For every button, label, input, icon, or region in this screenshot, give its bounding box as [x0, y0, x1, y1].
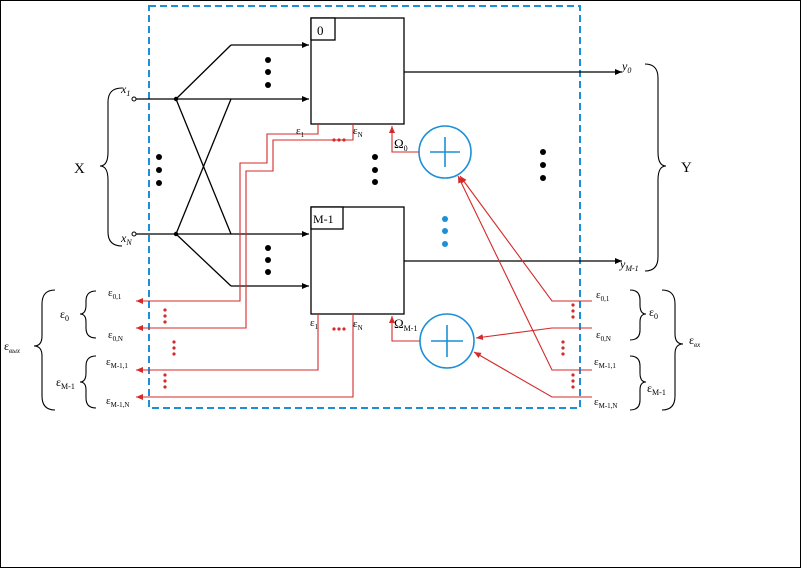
left-eM1N-label: εM-1,N [106, 395, 130, 409]
omega-m-1-label: ΩM-1 [394, 316, 417, 333]
x1-label: x1 [120, 82, 130, 98]
block-0-e1-label: ε1 [296, 125, 305, 139]
xN-label: xN [120, 231, 132, 247]
right-eM11-label: εM-1,1 [594, 356, 616, 370]
left-eM1-label: εM-1 [56, 375, 75, 391]
input-wiring [131, 42, 309, 289]
output-group-label: Y [681, 160, 692, 176]
left-eM11-label: εM-1,1 [106, 356, 128, 370]
ellipsis-dots [156, 57, 546, 275]
right-e01-label: ε0,1 [596, 289, 610, 303]
block-m-1-eN-label: εN [353, 318, 363, 332]
omega-0-label: Ω0 [394, 136, 408, 153]
left-error-group-label: εвых [4, 339, 21, 355]
right-e0-label: ε0 [649, 305, 658, 321]
block-m-1-e1-label: ε1 [310, 317, 319, 331]
blue-ellipsis-dots [442, 216, 448, 247]
red-ellipsis-dots [163, 138, 575, 389]
summer-0 [418, 125, 472, 179]
block-m-1-label: M-1 [313, 212, 334, 226]
output-wiring [404, 69, 622, 264]
right-eM1N-label: εM-1,N [594, 396, 618, 410]
left-e0N-label: ε0,N [108, 329, 123, 343]
y0-label: y0 [621, 59, 631, 75]
block-0: 0 [310, 17, 405, 125]
right-e0N-label: ε0,N [596, 329, 611, 343]
block-m-1: M-1 [310, 206, 405, 315]
input-group-label: X [74, 161, 85, 177]
left-e01-label: ε0,1 [108, 287, 122, 301]
block-0-label: 0 [317, 23, 324, 38]
block-0-eN-label: εN [353, 125, 363, 139]
right-error-group-label: εвх [689, 333, 701, 349]
subsystem-border [148, 5, 581, 409]
yM1-label: yM-1 [619, 257, 639, 273]
left-e0-label: ε0 [60, 307, 69, 323]
right-eM1-label: εM-1 [647, 381, 666, 397]
omega-lines [389, 126, 420, 342]
error-input-lines [457, 175, 592, 398]
summer-m-1 [419, 313, 475, 369]
error-output-lines [136, 124, 354, 400]
braces [33, 63, 684, 411]
